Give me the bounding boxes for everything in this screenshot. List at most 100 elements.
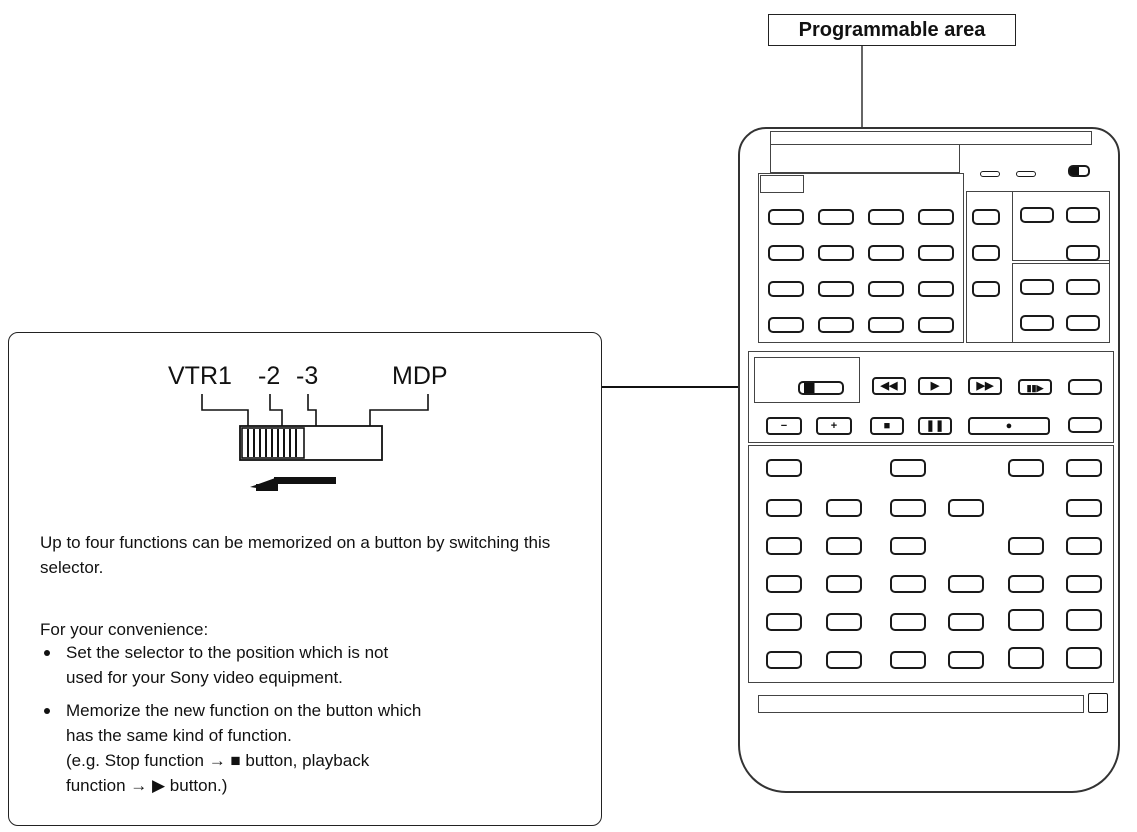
- selector-label-vtr1: VTR1: [168, 362, 232, 390]
- keypad-button[interactable]: [890, 537, 926, 555]
- prog-button[interactable]: [868, 317, 904, 333]
- prog-button[interactable]: [818, 317, 854, 333]
- keypad-button[interactable]: [826, 613, 862, 631]
- callout-connector-line: [602, 386, 796, 388]
- indicator-1: [980, 171, 1000, 177]
- keypad-button[interactable]: [766, 651, 802, 669]
- keypad-button[interactable]: [890, 575, 926, 593]
- pause-icon[interactable]: ❚❚: [918, 417, 952, 435]
- programmable-panel: [758, 173, 964, 343]
- prog-button[interactable]: [818, 281, 854, 297]
- example-line2: function → ▶ button.): [66, 776, 228, 795]
- remote-lid-top: [770, 131, 1092, 145]
- keypad-button[interactable]: [766, 537, 802, 555]
- prog-button[interactable]: [868, 245, 904, 261]
- indicator-2: [1016, 171, 1036, 177]
- keypad-button[interactable]: [948, 613, 984, 631]
- bullet2-line2: has the same kind of function.: [66, 726, 292, 745]
- keypad-button[interactable]: [826, 575, 862, 593]
- keypad-button[interactable]: [1008, 609, 1044, 631]
- programmable-area-label: Programmable area: [768, 14, 1016, 46]
- keypad-button[interactable]: [1066, 647, 1102, 669]
- keypad-button[interactable]: [1008, 647, 1044, 669]
- bullet1-line2: used for your Sony video equipment.: [66, 668, 343, 687]
- keypad-button[interactable]: [1008, 459, 1044, 477]
- bullet-dot-2: [44, 708, 50, 714]
- rewind-icon[interactable]: ◀◀: [872, 377, 906, 395]
- right-subpanel-top: [1012, 191, 1110, 261]
- keypad-button[interactable]: [1066, 499, 1102, 517]
- keypad-button[interactable]: [766, 575, 802, 593]
- selector-callout-box: [8, 332, 602, 826]
- slow-icon[interactable]: ▮▮▶: [1018, 379, 1052, 395]
- remote-control: ◀◀ ▶ ▶▶ ▮▮▶ − + ■ ❚❚ ●: [738, 127, 1120, 793]
- keypad-button[interactable]: [948, 575, 984, 593]
- prog-button[interactable]: [1066, 279, 1100, 295]
- prog-button[interactable]: [972, 281, 1000, 297]
- stop-icon[interactable]: ■: [870, 417, 904, 435]
- keypad-button[interactable]: [1066, 459, 1102, 477]
- keypad-button[interactable]: [890, 499, 926, 517]
- prog-button[interactable]: [918, 317, 954, 333]
- keypad-button[interactable]: [948, 651, 984, 669]
- prog-button[interactable]: [768, 245, 804, 261]
- keypad-button[interactable]: [826, 537, 862, 555]
- keypad-button[interactable]: [1008, 575, 1044, 593]
- keypad-button[interactable]: [766, 459, 802, 477]
- vtr-selector-switch[interactable]: [798, 381, 844, 395]
- right-subpanel-bottom: [1012, 263, 1110, 343]
- selector-highlight-frame: [754, 357, 860, 403]
- prog-button[interactable]: [972, 209, 1000, 225]
- power-switch[interactable]: [1068, 165, 1090, 177]
- selector-label-mdp: MDP: [392, 362, 448, 390]
- plus-button[interactable]: +: [816, 417, 852, 435]
- programmable-panel-tab: [760, 175, 804, 193]
- prog-button[interactable]: [1020, 315, 1054, 331]
- prog-button[interactable]: [768, 317, 804, 333]
- display-button[interactable]: [1088, 693, 1108, 713]
- selector-label-2: -2: [258, 362, 281, 390]
- prog-button[interactable]: [918, 209, 954, 225]
- keypad-button[interactable]: [766, 613, 802, 631]
- keypad-button[interactable]: [1008, 537, 1044, 555]
- prog-button[interactable]: [768, 281, 804, 297]
- transport-extra-button[interactable]: [1068, 379, 1102, 395]
- prog-button[interactable]: [1066, 245, 1100, 261]
- bullet-dot-1: [44, 650, 50, 656]
- selector-label-3: -3: [296, 362, 319, 390]
- play-icon[interactable]: ▶: [918, 377, 952, 395]
- prog-button[interactable]: [1066, 315, 1100, 331]
- keypad-button[interactable]: [826, 651, 862, 669]
- transport-panel: [748, 351, 1114, 443]
- display-strip: [758, 695, 1084, 713]
- minus-button[interactable]: −: [766, 417, 802, 435]
- prog-button[interactable]: [918, 245, 954, 261]
- keypad-button[interactable]: [826, 499, 862, 517]
- keypad-button[interactable]: [948, 499, 984, 517]
- prog-button[interactable]: [768, 209, 804, 225]
- record-icon[interactable]: ●: [968, 417, 1050, 435]
- fast-forward-icon[interactable]: ▶▶: [968, 377, 1002, 395]
- prog-button[interactable]: [1066, 207, 1100, 223]
- lower-keypad-panel: [748, 445, 1114, 683]
- selector-description: Up to four functions can be memorized on…: [40, 533, 551, 577]
- prog-button[interactable]: [972, 245, 1000, 261]
- keypad-button[interactable]: [890, 613, 926, 631]
- prog-button[interactable]: [918, 281, 954, 297]
- prog-button[interactable]: [1020, 279, 1054, 295]
- keypad-button[interactable]: [890, 459, 926, 477]
- prog-button[interactable]: [818, 209, 854, 225]
- programmable-area-leader-line: [861, 46, 863, 172]
- selector-switch-diagram: [201, 394, 429, 461]
- prog-button[interactable]: [818, 245, 854, 261]
- keypad-button[interactable]: [1066, 537, 1102, 555]
- keypad-button[interactable]: [1066, 609, 1102, 631]
- transport-extra-button-2[interactable]: [1068, 417, 1102, 433]
- keypad-button[interactable]: [766, 499, 802, 517]
- example-line1: (e.g. Stop function → ■ button, playback: [66, 751, 370, 770]
- prog-button[interactable]: [1020, 207, 1054, 223]
- prog-button[interactable]: [868, 281, 904, 297]
- prog-button[interactable]: [868, 209, 904, 225]
- keypad-button[interactable]: [1066, 575, 1102, 593]
- keypad-button[interactable]: [890, 651, 926, 669]
